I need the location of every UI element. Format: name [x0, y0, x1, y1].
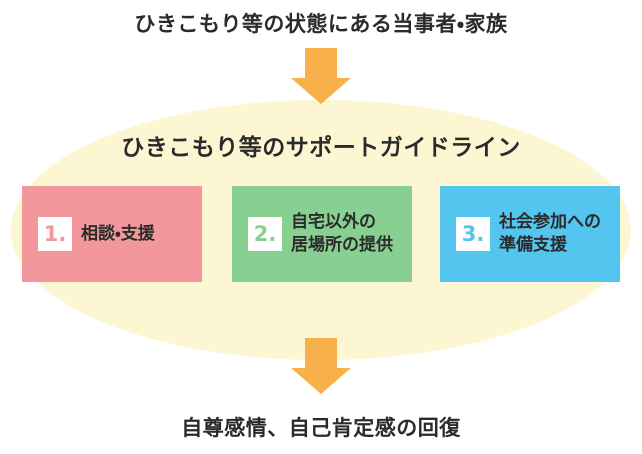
- bottom-heading: 自尊感情、自己肯定感の回復: [181, 416, 461, 440]
- step-number-badge-1: 1.: [38, 217, 72, 251]
- step-number-badge-2: 2.: [248, 217, 282, 251]
- step-item-3[interactable]: 3. 社会参加への 準備支援: [440, 186, 620, 282]
- step-label-1: 相談・支援: [81, 223, 155, 244]
- arrow-down-top-icon: [291, 48, 351, 104]
- step-item-2[interactable]: 2. 自宅以外の 居場所の提供: [232, 186, 412, 282]
- step-item-1[interactable]: 1. 相談・支援: [22, 186, 202, 282]
- step-label-2: 自宅以外の 居場所の提供: [291, 212, 393, 255]
- ellipse-heading: ひきこもり等のサポートガイドライン: [121, 135, 521, 161]
- step-list: 1. 相談・支援 2. 自宅以外の 居場所の提供 3. 社会参加への 準備支援: [0, 186, 642, 282]
- step-label-3: 社会参加への 準備支援: [499, 212, 601, 255]
- top-heading: ひきこもり等の状態にある当事者・家族: [134, 12, 508, 36]
- arrow-down-bottom-icon: [291, 338, 351, 394]
- step-number-badge-3: 3.: [456, 217, 490, 251]
